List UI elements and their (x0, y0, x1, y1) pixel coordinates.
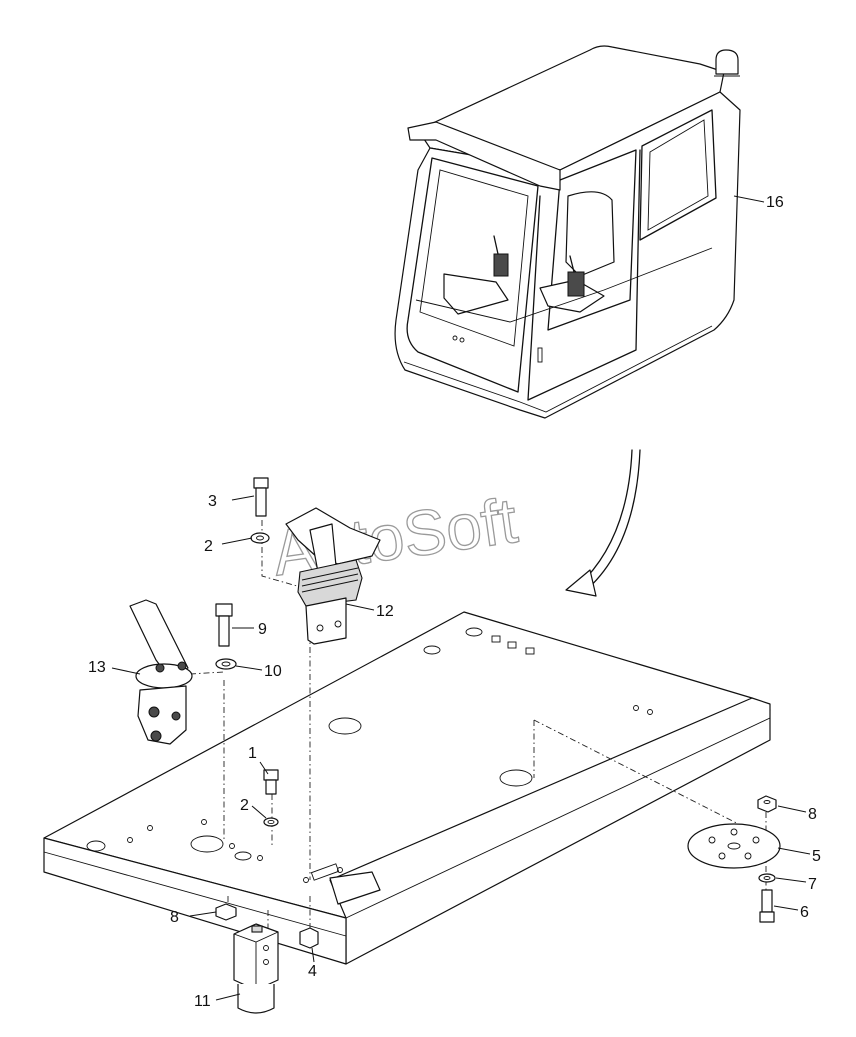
callout-3: 3 (208, 493, 217, 510)
callout-1: 1 (248, 745, 257, 762)
part-2-washer-lower (263, 817, 279, 827)
callout-8-left: 8 (170, 909, 179, 926)
callout-2-lower: 2 (240, 797, 249, 814)
callout-12: 12 (376, 603, 394, 620)
callout-10: 10 (264, 663, 282, 680)
part-6-bolt (759, 889, 775, 923)
part-13-pedal-assembly (129, 599, 193, 745)
callout-6: 6 (800, 904, 809, 921)
part-5-flange-plate (687, 823, 781, 869)
part-8-nut-right (757, 795, 777, 813)
part-10-washer (215, 658, 237, 670)
callout-16: 16 (766, 194, 784, 211)
callout-4: 4 (308, 963, 317, 980)
assembly-guide-lines (189, 520, 767, 934)
callout-9: 9 (258, 621, 267, 638)
part-4-nut (299, 927, 319, 949)
callout-8-right: 8 (808, 806, 817, 823)
callout-5: 5 (812, 848, 821, 865)
part-8-nut-left (215, 903, 237, 921)
callout-labels: 16 3 2 12 9 10 13 1 2 8 5 7 6 8 4 11 (88, 194, 821, 1010)
callout-11: 11 (194, 993, 211, 1010)
part-2-washer-upper (250, 532, 270, 544)
callout-13: 13 (88, 659, 106, 676)
part-1-bolt (263, 769, 279, 795)
part-12-pedal-valve (285, 507, 381, 645)
callout-2-upper: 2 (204, 538, 213, 555)
callout-7: 7 (808, 876, 817, 893)
part-3-bolt (253, 477, 269, 517)
assembly-direction-arrow (565, 449, 641, 597)
part-9-bolt (215, 603, 233, 647)
part-11-valve (233, 923, 279, 1014)
part-7-washer (758, 873, 776, 883)
operator-cab (394, 45, 741, 419)
